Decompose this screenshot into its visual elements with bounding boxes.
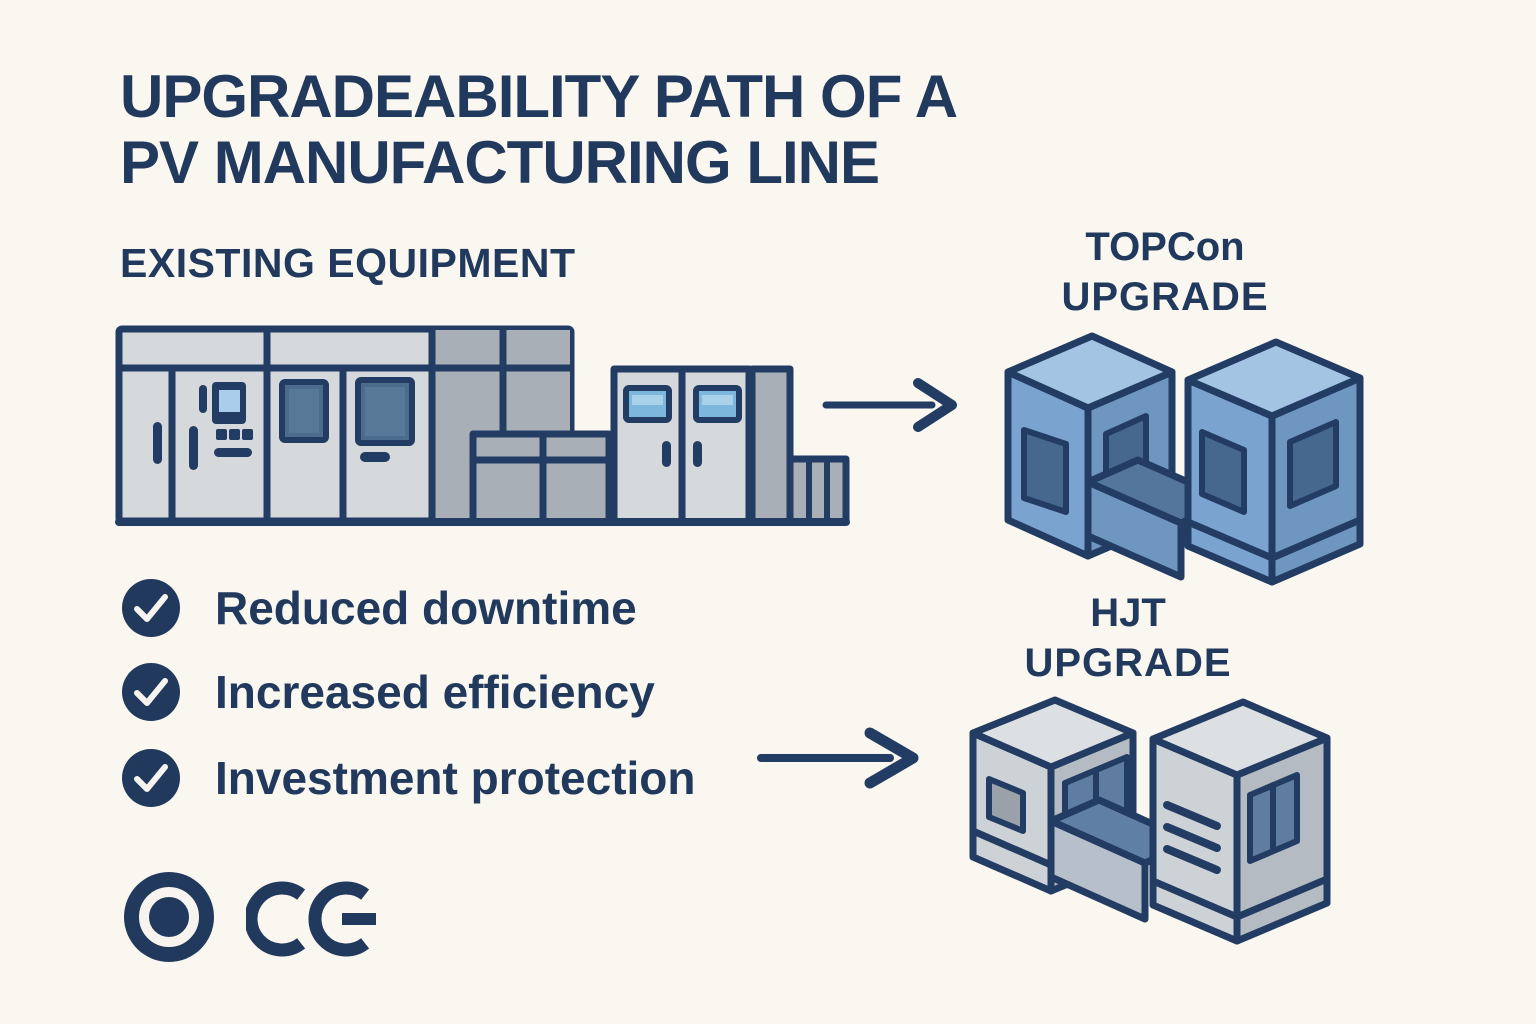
topcon-window: [1287, 419, 1339, 509]
benefit-row: Investment protection: [120, 747, 696, 809]
machine-handle-slot: [189, 426, 198, 470]
hjt-action: UPGRADE: [1024, 641, 1232, 685]
machine-low-boxes: [786, 455, 850, 526]
machine-button: [229, 429, 240, 440]
arrow-right-icon: [822, 378, 957, 432]
benefit-label: Increased efficiency: [215, 666, 655, 718]
hjt-machine-illustration: [969, 696, 1331, 945]
ce-mark-icon: [246, 881, 376, 957]
benefit-label: Reduced downtime: [215, 582, 637, 634]
topcon-machine-illustration: [1004, 332, 1364, 586]
hjt-upgrade-label: HJT UPGRADE: [978, 588, 1278, 688]
arrow-right-icon: [757, 727, 919, 789]
machine-handle-slot: [153, 422, 162, 464]
machine-handle-slot: [662, 441, 671, 467]
topcon-name: TOPCon: [1085, 225, 1245, 269]
existing-equipment-label: EXISTING EQUIPMENT: [120, 240, 576, 286]
topcon-action: UPGRADE: [1061, 275, 1269, 319]
topcon-cube-right: [1184, 338, 1364, 586]
hjt-window-small: [986, 776, 1026, 834]
circle-seal-icon: [124, 872, 214, 962]
check-circle-icon: [122, 749, 180, 807]
machine-button: [216, 429, 227, 440]
check-circle-icon: [122, 663, 180, 721]
topcon-window: [1021, 427, 1069, 515]
page-title-line1: UPGRADEABILITY PATH OF A: [120, 63, 958, 130]
existing-equipment-illustration: [115, 325, 850, 526]
hjt-cube-right: [1149, 698, 1331, 945]
machine-handle-slot: [693, 441, 702, 467]
page-title-line2: PV MANUFACTURING LINE: [120, 129, 880, 196]
hjt-vent-lines: [1163, 801, 1221, 874]
benefit-row: Increased efficiency: [120, 661, 655, 723]
benefit-label: Investment protection: [215, 752, 696, 804]
topcon-window: [1199, 429, 1247, 515]
topcon-upgrade-label: TOPCon UPGRADE: [1015, 222, 1315, 322]
machine-button: [242, 429, 253, 440]
check-circle-icon: [122, 579, 180, 637]
hjt-name: HJT: [1090, 591, 1166, 635]
benefit-row: Reduced downtime: [120, 577, 637, 639]
page-title: UPGRADEABILITY PATH OF A PV MANUFACTURIN…: [120, 63, 958, 196]
